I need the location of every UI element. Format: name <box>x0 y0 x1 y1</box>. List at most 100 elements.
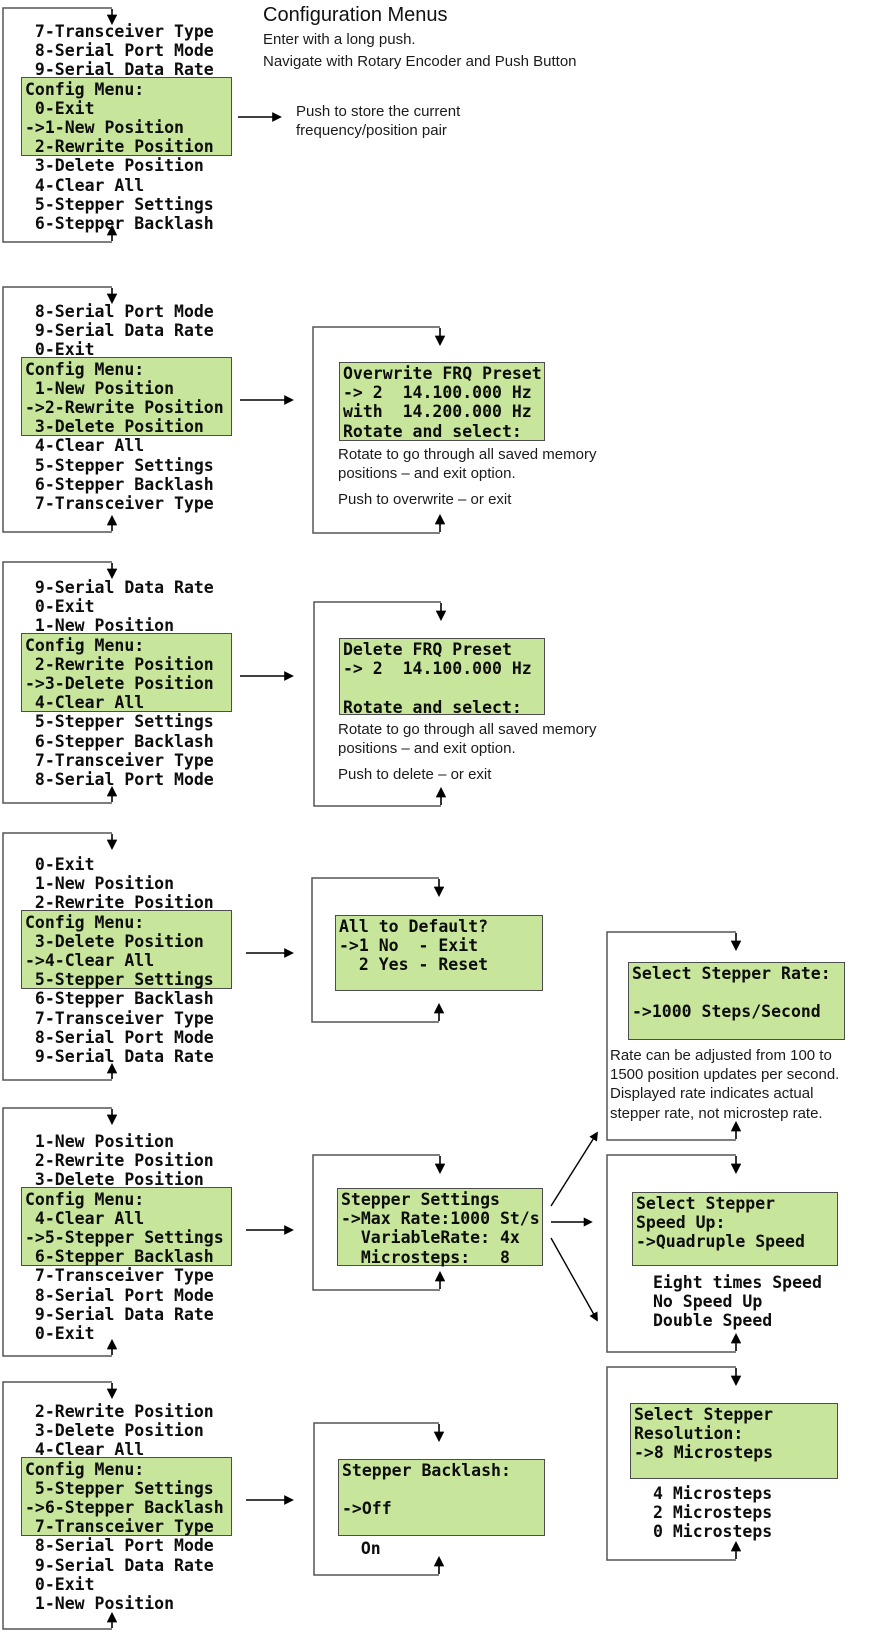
text-line <box>632 983 844 1002</box>
lcd-window-highlight <box>21 1187 232 1266</box>
loop-arrowheads <box>106 9 742 1628</box>
text-line: 0-Exit <box>25 98 95 118</box>
text-line: frequency/position pair <box>296 122 447 140</box>
text-line: Speed Up: <box>636 1213 726 1233</box>
text-line: positions – and exit option. <box>338 740 516 758</box>
text-line: Select Stepper <box>634 1405 774 1424</box>
text-line: ->Max Rate:1000 St/s <box>341 1209 540 1229</box>
text-line: ->Quadruple Speed <box>636 1232 805 1252</box>
text-line: 0 Microsteps <box>653 1522 773 1542</box>
text-line: 5-Stepper Settings <box>25 1478 214 1498</box>
text-line: 3-Delete Position <box>25 417 204 437</box>
text-line: 3-Delete Position <box>25 156 204 176</box>
text-line: 3-Delete Position <box>25 1170 204 1190</box>
text-line <box>339 975 542 994</box>
text-line: Rotate and select: <box>343 421 522 441</box>
text-line: 2 Microsteps <box>653 1503 773 1523</box>
text-line: ->4-Clear All <box>25 950 155 970</box>
text-line: ->6-Stepper Backlash <box>25 1497 224 1517</box>
text-line: stepper rate, not microstep rate. <box>610 1104 823 1122</box>
text-line: All to Default? <box>339 917 489 936</box>
text-line: 7-Transceiver Type <box>25 22 214 41</box>
text-line: 6-Stepper Backlash <box>25 989 214 1009</box>
text-line: 8-Serial Port Mode <box>25 1285 214 1305</box>
lcd-all-to-default: All to Default?->1 No - Exit 2 Yes - Res… <box>335 915 543 991</box>
backlash-options: On <box>341 1539 381 1558</box>
text-line: 7-Transceiver Type <box>25 750 214 770</box>
text-line: 9-Serial Data Rate <box>25 60 214 80</box>
text-line: Stepper Settings <box>341 1190 500 1209</box>
text-line: Double Speed <box>653 1311 773 1331</box>
text-line <box>632 1022 844 1041</box>
config-menu-cycle-3: 9-Serial Data Rate 0-Exit 1-New Position… <box>21 578 232 789</box>
lcd-window-highlight <box>21 77 232 156</box>
text-line: 1-New Position <box>25 1593 175 1613</box>
text-line: Config Menu: <box>25 1459 145 1479</box>
screen-loop-brackets <box>311 326 736 1576</box>
text-line: 9-Serial Data Rate <box>25 321 214 341</box>
text-line <box>342 1480 544 1499</box>
text-line: Eight times Speed <box>653 1273 822 1292</box>
config-menu-cycle-2: 8-Serial Port Mode 9-Serial Data Rate 0-… <box>21 302 232 513</box>
text-line: Resolution: <box>634 1424 744 1444</box>
text-line: 1-New Position <box>25 616 175 636</box>
menu-loop-brackets <box>2 7 112 1630</box>
text-line: 1-New Position <box>25 874 175 894</box>
lcd-select-stepper-rate: Select Stepper Rate:->1000 Steps/Second <box>628 962 845 1040</box>
text-line: Select Stepper <box>636 1194 776 1213</box>
text-line: ->5-Stepper Settings <box>25 1227 224 1247</box>
text-line: 4-Clear All <box>25 175 145 195</box>
text-line: 8-Serial Port Mode <box>25 302 214 321</box>
menu-lines: 1-New Position 2-Rewrite Position 3-Dele… <box>25 1132 224 1343</box>
text-line: 5-Stepper Settings <box>25 970 214 990</box>
text-line: 0-Exit <box>25 855 95 874</box>
lcd-window-highlight <box>21 633 232 712</box>
text-line: 8-Serial Port Mode <box>25 41 214 61</box>
text-line: 2 Yes - Reset <box>339 955 489 975</box>
text-line <box>634 1463 837 1482</box>
text-line: No Speed Up <box>653 1292 763 1312</box>
text-line: 6-Stepper Backlash <box>25 731 214 751</box>
text-line: 7-Transceiver Type <box>25 1266 214 1286</box>
text-line: 2-Rewrite Position <box>25 137 214 157</box>
menu-lines: 9-Serial Data Rate 0-Exit 1-New Position… <box>25 578 214 789</box>
text-line: Rotate to go through all saved memory <box>338 721 597 738</box>
text-line: 6-Stepper Backlash <box>25 474 214 494</box>
overwrite-note-2: Push to overwrite – or exit <box>338 491 512 508</box>
delete-note-1: Rotate to go through all saved memory pos… <box>338 719 596 757</box>
text-line <box>342 1519 544 1538</box>
text-line: 5-Stepper Settings <box>25 712 214 732</box>
delete-note-2: Push to delete – or exit <box>338 766 492 783</box>
text-line: Config Menu: <box>25 635 145 655</box>
text-line: 7-Transceiver Type <box>25 1008 214 1028</box>
text-line: 7-Transceiver Type <box>25 1517 214 1537</box>
config-menu-cycle-5: 1-New Position 2-Rewrite Position 3-Dele… <box>21 1132 232 1343</box>
text-line: with 14.200.000 Hz <box>343 402 532 422</box>
text-line: 4 Microsteps <box>653 1484 773 1503</box>
config-menu-cycle-1: 7-Transceiver Type 8-Serial Port Mode 9-… <box>21 22 232 233</box>
text-line: 2-Rewrite Position <box>25 654 214 674</box>
text-line: ->Off <box>342 1499 392 1519</box>
text-line: Config Menu: <box>25 359 145 379</box>
title-subline-2: Navigate with Rotary Encoder and Push Bu… <box>263 53 577 70</box>
text-line <box>636 1252 837 1271</box>
text-line: 4-Clear All <box>25 436 145 456</box>
text-line: ->2-Rewrite Position <box>25 397 224 417</box>
text-line: Stepper Backlash: <box>342 1461 511 1480</box>
lcd-window-highlight <box>21 910 232 989</box>
text-line: Config Menu: <box>25 912 145 932</box>
text-line: 0-Exit <box>25 1574 95 1594</box>
text-line: Delete FRQ Preset <box>343 640 512 659</box>
title-subline-1: Enter with a long push. <box>263 31 416 48</box>
text-line: Rate can be adjusted from 100 to <box>610 1047 832 1064</box>
text-line: 5-Stepper Settings <box>25 194 214 214</box>
text-line: 9-Serial Data Rate <box>25 1046 214 1066</box>
text-line: 0-Exit <box>25 597 95 617</box>
